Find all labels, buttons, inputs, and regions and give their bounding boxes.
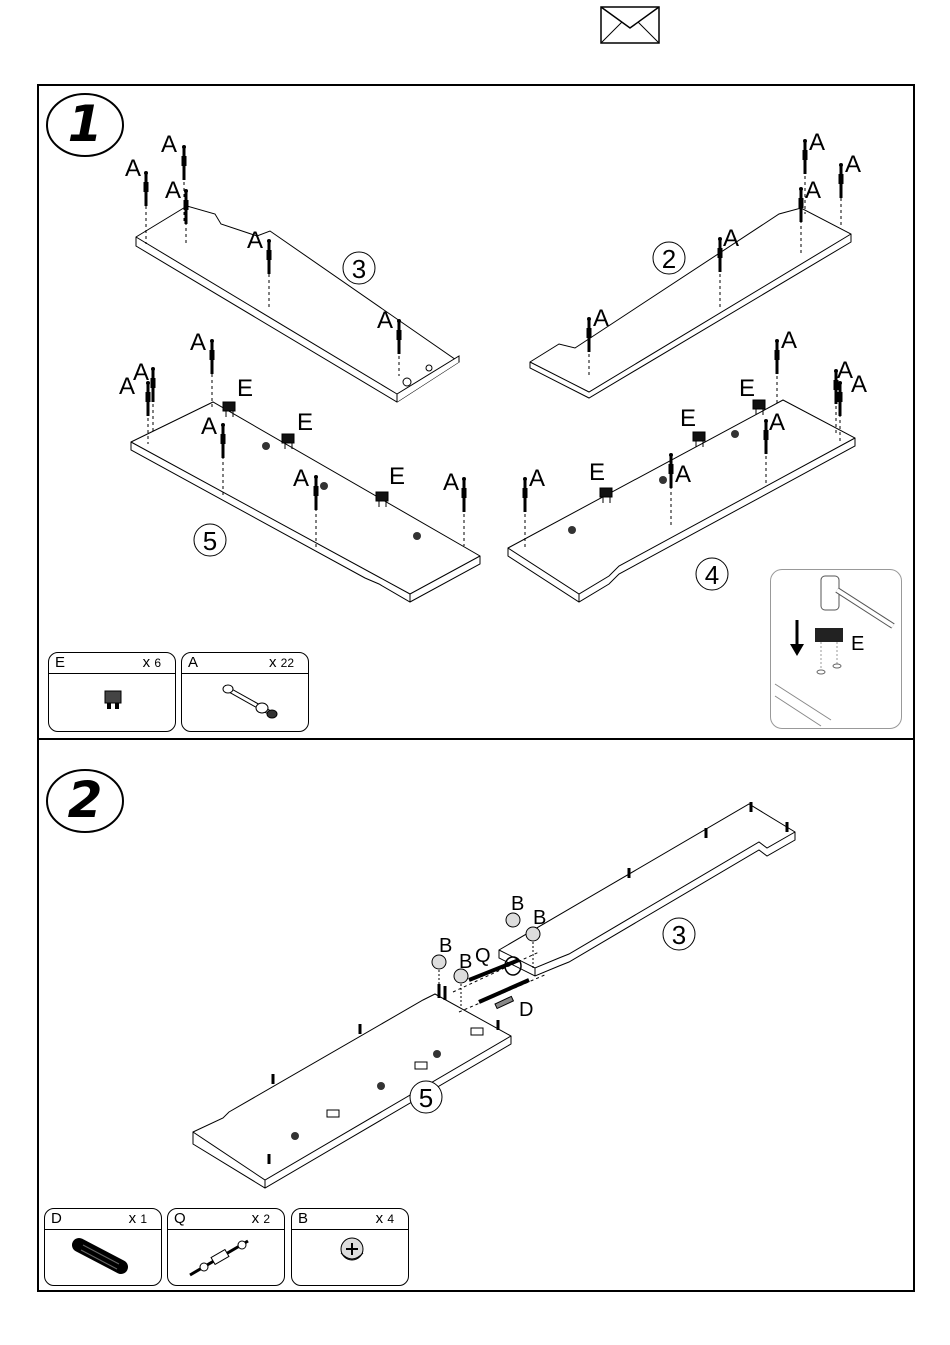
panel-3 [499, 804, 795, 976]
envelope-icon [600, 6, 660, 49]
label-e: E [297, 409, 313, 436]
label-b: B [533, 907, 546, 929]
part-letter: A [188, 653, 198, 673]
label-e: E [237, 375, 253, 402]
part-box-b: B x 4 [291, 1208, 409, 1286]
cam-bolt-icon [182, 675, 308, 731]
label-a: A [293, 465, 309, 492]
label-a: A [845, 151, 861, 178]
part-quantity: x 2 [252, 1209, 270, 1229]
label-a: A [529, 465, 545, 492]
cam-clip-icon [49, 675, 175, 731]
label-a: A [781, 327, 797, 354]
label-b: B [439, 935, 452, 957]
label-a: A [805, 177, 821, 204]
panel-number: 4 [705, 560, 719, 590]
label-a: A [377, 307, 393, 334]
label-a: A [769, 409, 785, 436]
part-box-e: E x 6 [48, 652, 176, 732]
label-a: A [133, 359, 149, 386]
part-letter: E [55, 653, 65, 673]
step-1-panel: 1 [37, 84, 915, 740]
label-a: A [119, 373, 135, 400]
step-2-diagram: B B B B Q D 3 5 [39, 740, 913, 1290]
panel-number: 5 [419, 1083, 433, 1113]
part-quantity: x 22 [269, 653, 294, 673]
part-quantity: x 6 [143, 653, 161, 673]
label-a: A [675, 461, 691, 488]
part-quantity: x 4 [376, 1209, 394, 1229]
part-quantity: x 1 [129, 1209, 147, 1229]
label-q: Q [475, 945, 491, 967]
part-box-a: A x 22 [181, 652, 309, 732]
label-a: A [247, 227, 263, 254]
panel-3 [136, 206, 459, 402]
down-arrow-icon [790, 620, 804, 656]
panel-number: 3 [672, 920, 686, 950]
panel-5 [193, 994, 511, 1188]
part-letter: D [51, 1209, 62, 1229]
label-a: A [165, 177, 181, 204]
label-a: A [851, 371, 867, 398]
label-a: A [190, 329, 206, 356]
label-b: B [511, 893, 524, 915]
label-a: A [201, 413, 217, 440]
inset-label-e: E [851, 633, 864, 655]
part-box-q: Q x 2 [167, 1208, 285, 1286]
double-connector-icon [168, 1231, 284, 1285]
label-a: A [125, 155, 141, 182]
label-d: D [519, 999, 533, 1021]
label-a: A [723, 225, 739, 252]
label-a: A [443, 469, 459, 496]
detail-inset: E [770, 569, 902, 729]
label-a: A [161, 131, 177, 158]
label-e: E [739, 375, 755, 402]
label-e: E [589, 459, 605, 486]
part-box-d: D x 1 [44, 1208, 162, 1286]
panel-2 [530, 208, 851, 398]
label-a: A [593, 305, 609, 332]
step-2-panel: 2 [37, 738, 915, 1292]
panel-number: 3 [352, 254, 366, 284]
wooden-dowel-icon [45, 1231, 161, 1285]
part-letter: B [298, 1209, 308, 1229]
label-e: E [680, 405, 696, 432]
cam-lock-icon [292, 1231, 408, 1285]
label-a: A [809, 129, 825, 156]
panel-number: 2 [662, 244, 676, 274]
panel-number: 5 [203, 526, 217, 556]
label-e: E [389, 463, 405, 490]
label-b: B [459, 951, 472, 973]
part-letter: Q [174, 1209, 186, 1229]
